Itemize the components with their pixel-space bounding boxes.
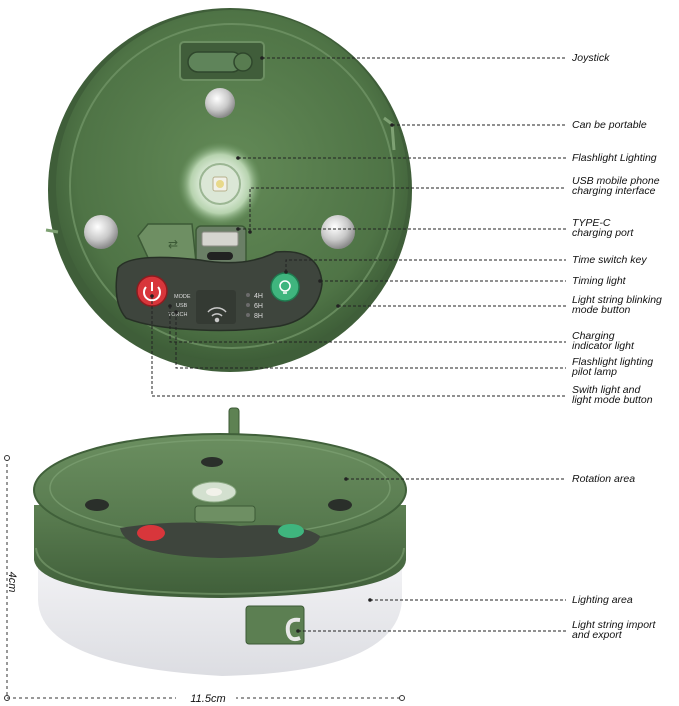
leader-dot-typec [236,227,240,231]
panel-label-8h: 8H [254,313,263,320]
leader-dot-rotation [344,477,348,481]
callout-portable: Can be portable [572,119,647,131]
leader-dot-import [296,629,300,633]
width-dimension [7,695,405,701]
callout-flashlight: Flashlight Lighting [572,152,657,164]
panel-label-torch: TORCH [168,312,187,318]
leader-dot-switch [150,294,154,298]
panel-label-6h: 6H [254,303,263,310]
magnet-top [205,88,235,118]
leader-pilot [175,312,566,369]
callout-joystick: Joystick [571,52,610,64]
callout-leaders [151,57,566,632]
magnet-left [84,215,118,249]
svg-text:⇄: ⇄ [168,237,178,251]
leader-dot-joystick [260,56,264,60]
leader-dot-blinking [336,304,340,308]
leader-switch [151,296,566,397]
callout-rotation: Rotation area [572,473,635,485]
light-mode-button[interactable] [270,272,300,302]
panel-label-usb: USB [176,303,188,309]
leader-dot-timinglight [318,279,322,283]
flashlight-led [178,142,262,226]
panel-label-4h: 4H [254,293,263,300]
width-label: 11.5cm [190,693,225,705]
usb-port-cover: ⇄ [137,223,247,267]
top-view-device: ⇄ MODE USB TORCH 4H 6H 8H [45,8,412,372]
callout-dots [150,56,394,633]
callout-timeswitch: Time switch key [572,254,647,266]
leader-dot-charging [168,304,172,308]
leader-dot-pilot [174,310,178,314]
side-view-device [33,407,407,676]
leader-dot-portable [390,123,394,127]
callout-timinglight: Timing light [572,275,627,287]
callout-lighting: Lighting area [572,594,633,606]
height-label: 4cm [6,572,18,593]
magnet-right [321,215,355,249]
leader-dot-flashlight [236,156,240,160]
leader-dot-timeswitch [284,270,288,274]
joystick-slot [179,41,265,81]
leader-charging [169,306,566,343]
leader-dot-lighting [368,598,372,602]
leader-dot-usb [248,230,252,234]
panel-label-mode: MODE [174,294,191,300]
control-panel: MODE USB TORCH 4H 6H 8H [115,250,323,332]
leader-timeswitch [285,259,566,272]
wifi-icon [207,307,227,323]
